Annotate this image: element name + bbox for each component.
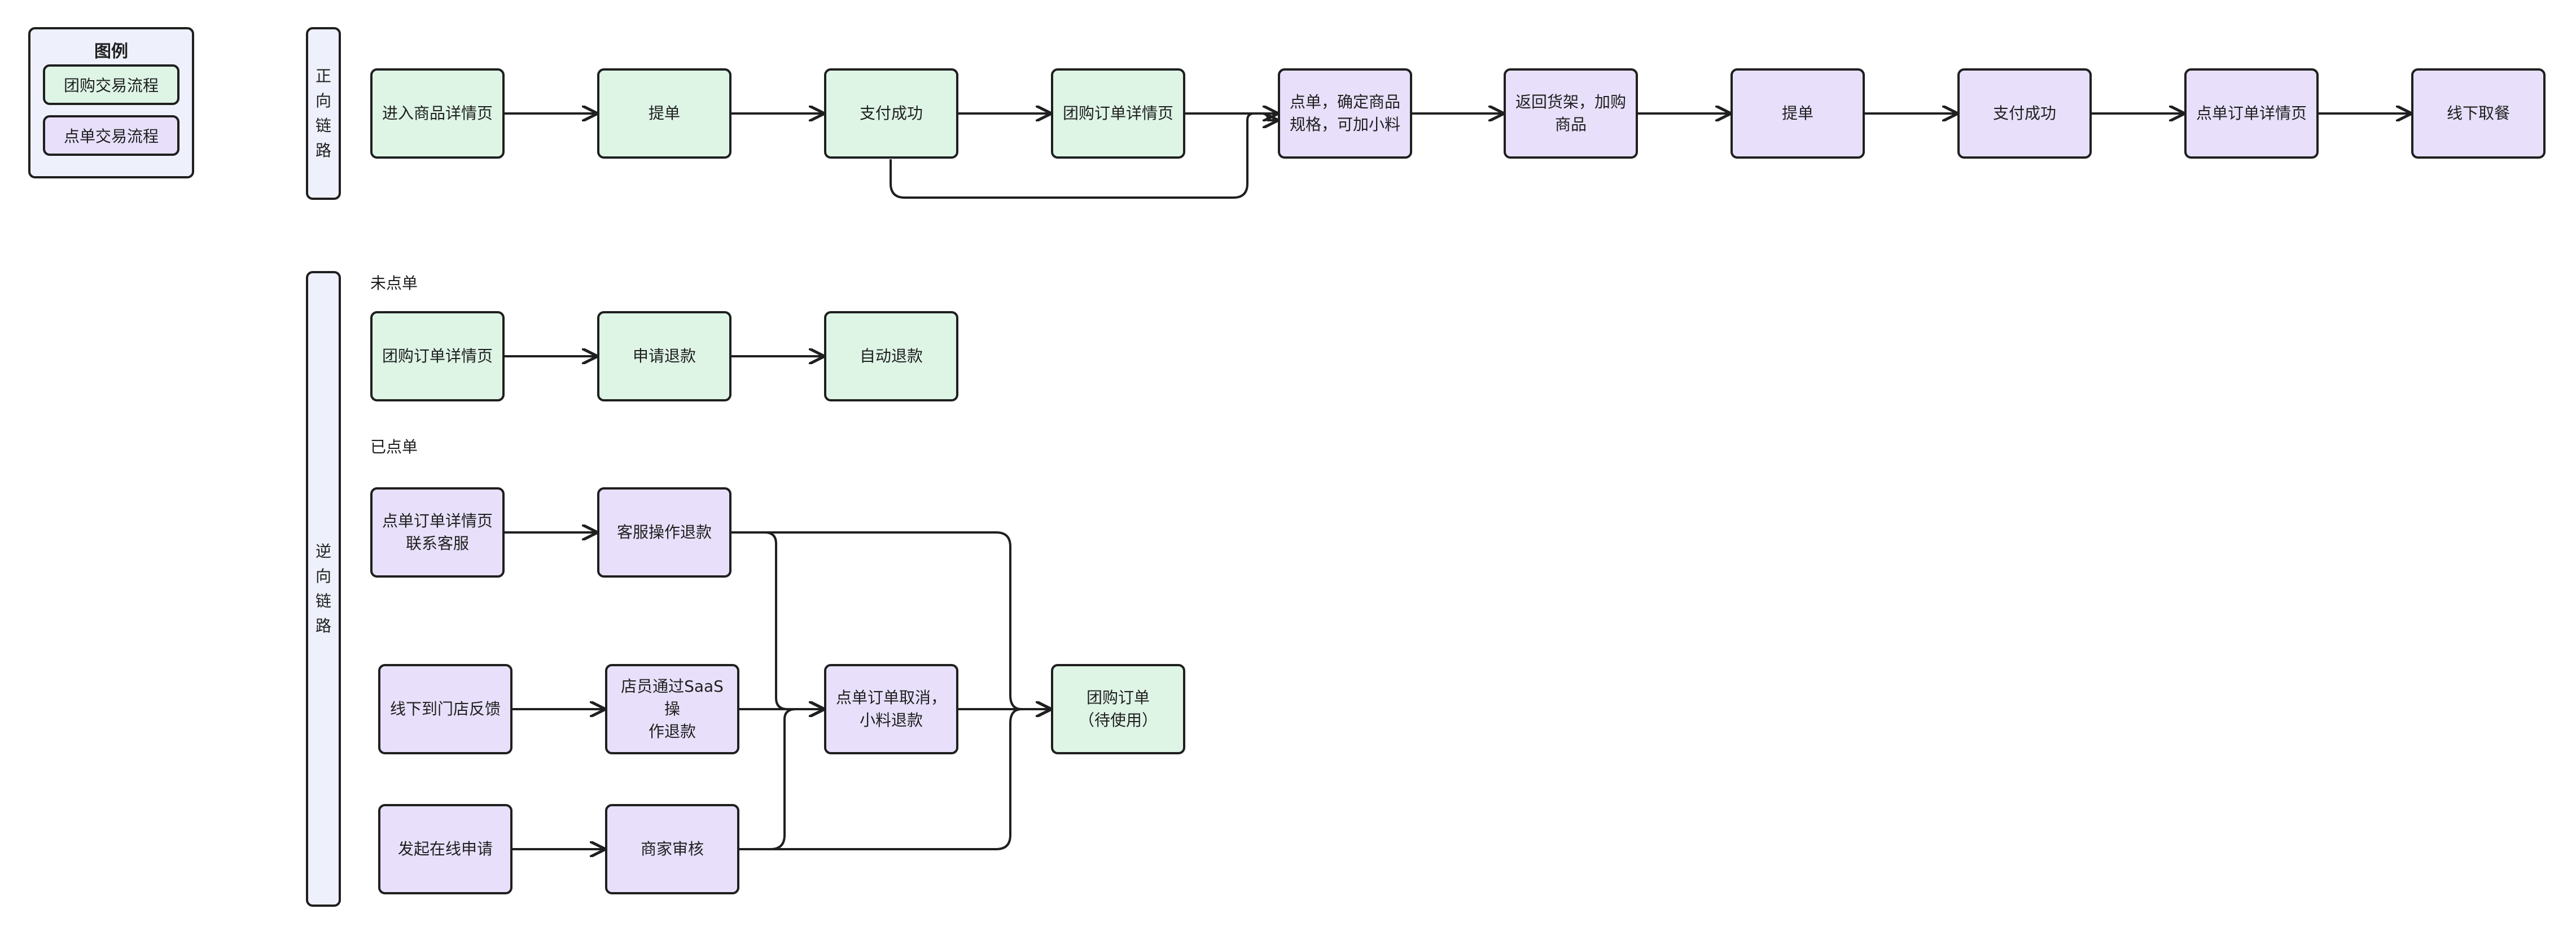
node-forward-6: 返回货架，加购 商品 <box>1504 68 1638 159</box>
node-forward-1: 进入商品详情页 <box>370 68 505 159</box>
legend-title: 图例 <box>94 42 128 62</box>
node-forward-9: 点单订单详情页 <box>2184 68 2319 159</box>
node-contact-service: 点单订单详情页 联系客服 <box>370 487 505 578</box>
node-reverse-order-detail: 团购订单详情页 <box>370 311 505 401</box>
node-forward-10: 线下取餐 <box>2411 68 2546 159</box>
legend-item-group: 团购交易流程 <box>43 64 179 105</box>
node-reverse-auto-refund: 自动退款 <box>824 311 958 401</box>
node-saas-refund: 店员通过SaaS操 作退款 <box>605 664 739 754</box>
node-forward-3: 支付成功 <box>824 68 958 159</box>
node-order-cancel: 点单订单取消， 小料退款 <box>824 664 958 754</box>
node-reverse-apply-refund: 申请退款 <box>597 311 731 401</box>
node-online-apply: 发起在线申请 <box>378 804 512 894</box>
edge-merchant-to-cancel <box>739 709 823 850</box>
node-forward-4: 团购订单详情页 <box>1051 68 1185 159</box>
node-merchant-review: 商家审核 <box>605 804 739 894</box>
node-forward-7: 提单 <box>1731 68 1865 159</box>
lane-forward: 正 向 链 路 <box>306 27 341 200</box>
node-group-order: 团购订单 （待使用） <box>1051 664 1185 754</box>
lane-reverse-label: 逆 向 链 路 <box>315 542 331 635</box>
node-forward-2: 提单 <box>597 68 731 159</box>
legend-item-order: 点单交易流程 <box>43 115 179 156</box>
lane-reverse: 逆 向 链 路 <box>306 271 341 907</box>
legend: 图例 团购交易流程 点单交易流程 <box>28 27 194 178</box>
node-service-refund: 客服操作退款 <box>597 487 731 578</box>
node-offline-feedback: 线下到门店反馈 <box>378 664 512 754</box>
node-forward-5: 点单，确定商品 规格，可加小料 <box>1278 68 1412 159</box>
edge-f3-f5-bypass <box>890 113 1277 199</box>
section-not-ordered: 未点单 <box>370 274 418 292</box>
edge-service-to-cancel <box>731 531 823 709</box>
node-forward-8: 支付成功 <box>1957 68 2092 159</box>
section-ordered: 已点单 <box>370 438 418 456</box>
lane-forward-label: 正 向 链 路 <box>315 67 331 160</box>
